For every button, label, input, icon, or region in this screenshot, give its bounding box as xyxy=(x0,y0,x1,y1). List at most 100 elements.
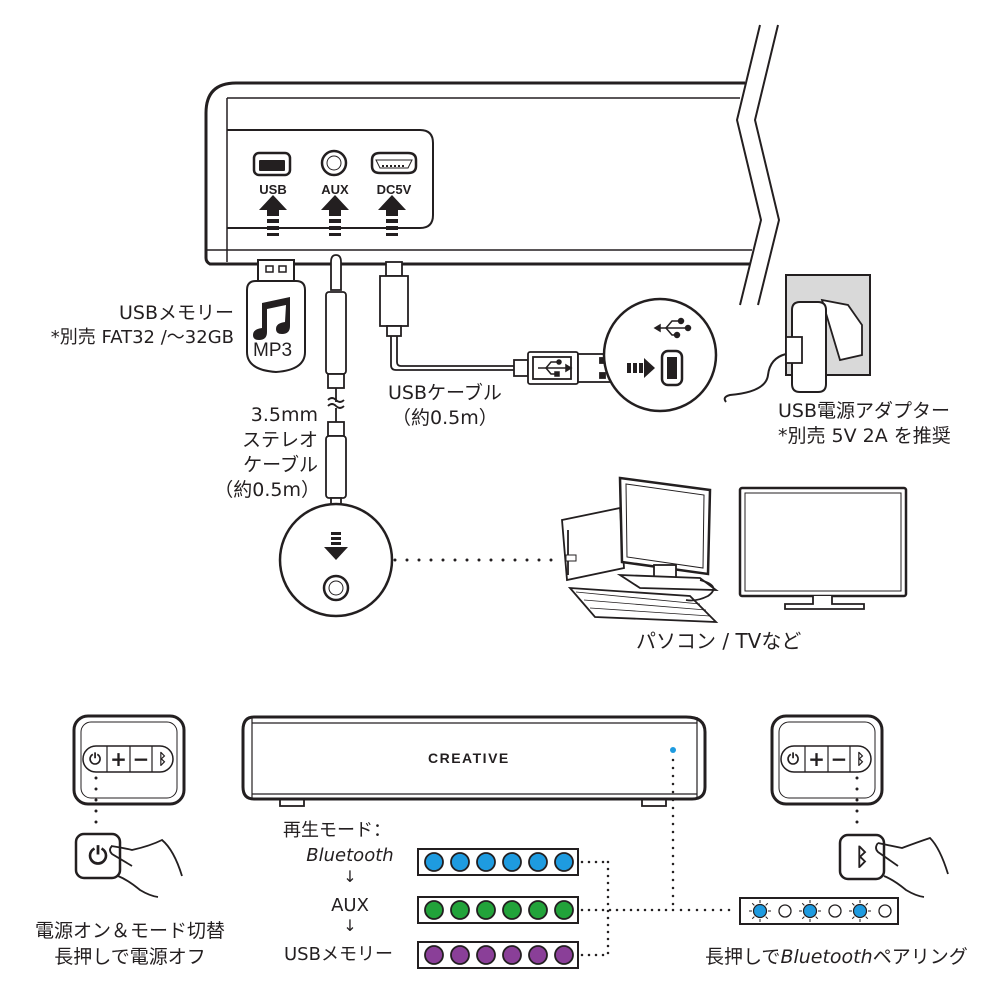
mode-led xyxy=(502,945,522,965)
mode-led xyxy=(424,945,444,965)
dc5v-port-label: DC5V xyxy=(376,182,412,197)
volume-up-icon[interactable]: + xyxy=(808,747,825,771)
mode-heading: 再生モード： xyxy=(283,820,391,841)
pc-icon xyxy=(561,476,719,623)
volume-down-icon[interactable]: − xyxy=(132,747,150,771)
micro-usb-port-icon xyxy=(370,151,418,175)
pairing-led-off xyxy=(778,904,792,918)
bluetooth-icon[interactable]: ᛒ xyxy=(855,750,865,768)
pairing-led-on xyxy=(852,903,868,919)
speaker-front xyxy=(241,715,707,807)
stereo-cable-line1: 3.5mm xyxy=(250,404,318,426)
pairing-led-off xyxy=(828,904,842,918)
sources-label: パソコン / TVなど xyxy=(636,629,802,653)
mode-led xyxy=(424,852,444,872)
led-ray xyxy=(851,916,855,920)
aux-jack-callout xyxy=(278,502,394,618)
volume-up-icon[interactable]: + xyxy=(110,747,127,771)
creative-logo: CREATIVE xyxy=(428,750,510,766)
usb-port-callout xyxy=(602,297,718,413)
led-ray xyxy=(765,916,769,920)
led-ray xyxy=(801,902,805,906)
mode-arrow: ↓ xyxy=(343,916,357,935)
control-panel-right xyxy=(770,714,884,806)
control-panel-left xyxy=(72,714,186,806)
usb-cable xyxy=(379,261,617,385)
usb-symbol-icon xyxy=(538,359,573,377)
left-panel-buttons: ⏻ + − ᛒ xyxy=(83,746,173,772)
mode-led-box xyxy=(417,941,579,969)
mode-led xyxy=(554,945,574,965)
mode-usb-label: USBメモリー xyxy=(284,944,393,965)
usb-port-label: USB xyxy=(259,182,287,197)
mode-led xyxy=(502,852,522,872)
mode-dotted-lines xyxy=(580,860,675,957)
mode-led xyxy=(502,900,522,920)
mode-led xyxy=(424,900,444,920)
bluetooth-icon[interactable]: ᛒ xyxy=(157,750,167,768)
usb-cable-line1: USBケーブル xyxy=(388,382,502,404)
mode-led xyxy=(450,852,470,872)
power-adapter-line2: *別売 5V 2A を推奨 xyxy=(778,425,951,447)
bluetooth-button-large[interactable]: ᛒ xyxy=(854,843,870,871)
pairing-led-box xyxy=(739,897,899,925)
status-led xyxy=(670,747,676,753)
aux-port-icon xyxy=(320,149,348,177)
up-arrow-icons xyxy=(259,195,406,236)
usb-memory-title: USBメモリー xyxy=(118,302,234,324)
music-note-icon xyxy=(253,297,290,340)
led-ray xyxy=(751,902,755,906)
power-icon[interactable]: ⏻ xyxy=(89,750,101,768)
pairing-label-suffix: ペアリング xyxy=(872,946,968,968)
led-ray xyxy=(815,902,819,906)
pairing-label: 長押しでBluetoothペアリング xyxy=(705,946,968,968)
led-ray xyxy=(851,902,855,906)
stereo-cable-line4: （約0.5m） xyxy=(214,479,320,501)
mode-led xyxy=(476,945,496,965)
pairing-led-on xyxy=(752,903,768,919)
led-ray xyxy=(765,902,769,906)
mode-arrow: ↓ xyxy=(343,867,357,886)
mode-bluetooth-label: Bluetooth xyxy=(306,845,394,866)
bluetooth-button-press xyxy=(838,833,949,898)
power-adapter-icon xyxy=(723,274,871,403)
power-icon[interactable]: ⏻ xyxy=(787,750,799,768)
led-ray xyxy=(865,902,869,906)
speaker-rear-panel xyxy=(204,24,781,306)
mode-led xyxy=(528,900,548,920)
power-button-large[interactable]: ⏻ xyxy=(88,842,108,870)
mode-led-boxes xyxy=(417,848,579,969)
usb-port-icon xyxy=(252,151,292,177)
stereo-cable-line3: ケーブル xyxy=(243,454,318,476)
aux-port-label: AUX xyxy=(321,182,349,197)
mode-aux-label: AUX xyxy=(331,895,369,916)
usb-memory-note: *別売 FAT32 /〜32GB xyxy=(50,327,234,348)
mode-led xyxy=(450,945,470,965)
usb-cable-line2: （約0.5m） xyxy=(392,407,498,429)
mode-led xyxy=(476,852,496,872)
stereo-cable-plug xyxy=(325,254,347,525)
pairing-label-prefix: 長押しで xyxy=(705,946,781,968)
mode-led xyxy=(554,900,574,920)
led-ray xyxy=(751,916,755,920)
mode-led xyxy=(528,852,548,872)
stereo-cable-line2: ステレオ xyxy=(241,429,318,451)
mp3-badge: MP3 xyxy=(253,340,293,361)
power-adapter-line1: USB電源アダプター xyxy=(778,400,951,422)
led-ray xyxy=(865,916,869,920)
mode-led-box xyxy=(417,848,579,876)
mode-led xyxy=(528,945,548,965)
right-panel-buttons: ⏻ + − ᛒ xyxy=(781,746,871,772)
power-instruction-line1: 電源オン＆モード切替 xyxy=(34,920,225,942)
mode-led xyxy=(476,900,496,920)
pairing-label-bluetooth: Bluetooth xyxy=(780,946,873,968)
led-ray xyxy=(815,916,819,920)
volume-down-icon[interactable]: − xyxy=(830,747,848,771)
pairing-led-on xyxy=(802,903,818,919)
led-ray xyxy=(801,916,805,920)
pairing-led-off xyxy=(878,904,892,918)
mode-led xyxy=(450,900,470,920)
mode-led-box xyxy=(417,896,579,924)
mode-led xyxy=(554,852,574,872)
